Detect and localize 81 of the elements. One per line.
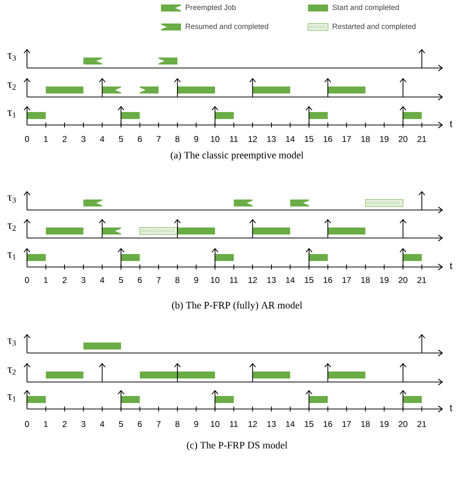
tick-label: 19 xyxy=(380,277,389,283)
tick-label: 10 xyxy=(210,421,220,427)
tick-label: 2 xyxy=(62,136,67,142)
tick-label: 9 xyxy=(194,136,198,142)
task-label: τ$_{1}$ xyxy=(8,110,16,118)
caption: (a) The classic preemptive model xyxy=(170,151,304,161)
tick-label: 12 xyxy=(248,277,257,283)
tick-label: 16 xyxy=(324,421,332,427)
tick-label: 4 xyxy=(100,421,104,427)
tick-label: 5 xyxy=(118,277,124,283)
tick-label: 3 xyxy=(81,277,86,283)
tick-label: 7 xyxy=(156,277,161,283)
task-label: τ$_{2}$ xyxy=(8,82,16,90)
task-label: τ$_{2}$ xyxy=(8,223,16,231)
axis-label: t xyxy=(450,120,452,128)
tick-label: 20 xyxy=(398,277,408,283)
tick-label: 6 xyxy=(138,421,142,427)
tick-label: 1 xyxy=(44,421,48,427)
tick-label: 14 xyxy=(286,136,295,142)
tick-label: 13 xyxy=(267,136,276,142)
tick-label: 3 xyxy=(81,421,86,427)
task-label: τ$_{3}$ xyxy=(8,195,16,203)
tick-label: 12 xyxy=(248,421,257,427)
tick-label: 1 xyxy=(44,136,48,142)
tick-label: 19 xyxy=(380,136,389,142)
tick-label: 7 xyxy=(156,136,161,142)
tick-label: 11 xyxy=(230,136,238,142)
tick-label: 0 xyxy=(24,277,30,283)
tick-label: 2 xyxy=(62,421,67,427)
tick-label: 11 xyxy=(230,421,238,427)
tick-label: 10 xyxy=(210,136,220,142)
task-label: τ$_{1}$ xyxy=(8,394,16,402)
tick-label: 19 xyxy=(380,421,389,427)
caption: (c) The P-FRP DS model xyxy=(186,441,288,451)
tick-label: 3 xyxy=(81,136,86,142)
tick-label: 4 xyxy=(100,277,104,283)
tick-label: 7 xyxy=(156,421,161,427)
tick-label: 12 xyxy=(248,136,257,142)
tick-label: 13 xyxy=(267,421,276,427)
tick-label: 9 xyxy=(194,277,198,283)
tick-label: 21 xyxy=(418,277,426,283)
task-label: τ$_{3}$ xyxy=(8,53,16,61)
tick-label: 21 xyxy=(418,136,426,142)
tick-label: 11 xyxy=(230,277,238,283)
tick-label: 17 xyxy=(342,136,351,142)
axis-label: t xyxy=(450,262,452,270)
tick-label: 2 xyxy=(62,277,67,283)
tick-label: 13 xyxy=(267,277,276,283)
tick-label: 0 xyxy=(24,421,30,427)
tick-label: 6 xyxy=(138,277,142,283)
tick-label: 17 xyxy=(342,421,351,427)
tick-label: 17 xyxy=(342,277,351,283)
tick-label: 16 xyxy=(324,136,332,142)
tick-label: 1 xyxy=(44,277,48,283)
tick-label: 18 xyxy=(361,136,370,142)
tick-label: 5 xyxy=(118,136,124,142)
tick-label: 20 xyxy=(398,136,408,142)
caption: (b) The P-FRP (fully) AR model xyxy=(172,301,302,311)
task-label: τ$_{1}$ xyxy=(8,252,16,260)
tick-label: 21 xyxy=(418,421,426,427)
tick-label: 18 xyxy=(361,277,370,283)
tick-label: 8 xyxy=(175,136,180,142)
task-label: τ$_{3}$ xyxy=(8,338,16,346)
tick-label: 5 xyxy=(118,421,124,427)
tick-label: 8 xyxy=(175,277,180,283)
tick-label: 0 xyxy=(24,136,30,142)
tick-label: 16 xyxy=(324,277,332,283)
tick-label: 9 xyxy=(194,421,198,427)
tick-label: 14 xyxy=(286,421,295,427)
tick-label: 20 xyxy=(398,421,408,427)
tick-label: 18 xyxy=(361,421,370,427)
tick-label: 15 xyxy=(304,277,314,283)
tick-label: 10 xyxy=(210,277,220,283)
tick-label: 15 xyxy=(304,421,314,427)
tick-label: 14 xyxy=(286,277,295,283)
axis-label: t xyxy=(450,404,452,412)
tick-label: 4 xyxy=(100,136,104,142)
task-label: τ$_{2}$ xyxy=(8,367,16,375)
tick-label: 15 xyxy=(304,136,314,142)
tick-label: 6 xyxy=(138,136,142,142)
tick-label: 8 xyxy=(175,421,180,427)
